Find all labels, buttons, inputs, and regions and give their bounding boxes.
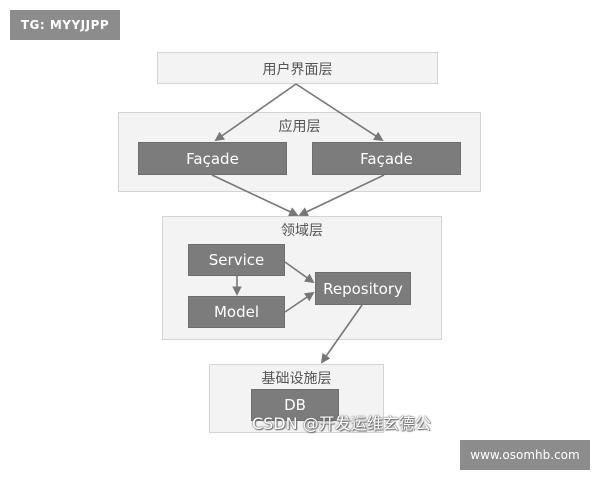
service-node: Service (188, 244, 285, 276)
facade-node-left: Façade (138, 142, 287, 175)
ui-layer-title: 用户界面层 (262, 62, 333, 78)
site-badge: www.osomhb.com (460, 440, 590, 470)
tg-badge: TG: MYYJJPP (10, 10, 120, 40)
ui-layer: 用户界面层 (157, 52, 438, 84)
application-layer-title: 应用层 (278, 119, 321, 135)
repository-node: Repository (315, 272, 411, 305)
db-node: DB (251, 389, 339, 421)
csdn-watermark: CSDN @开发运维玄德公 (252, 414, 431, 433)
domain-layer-title: 领域层 (281, 223, 323, 239)
model-node: Model (188, 296, 285, 328)
facade-node-right: Façade (312, 142, 461, 175)
infrastructure-layer-title: 基础设施层 (261, 371, 332, 387)
